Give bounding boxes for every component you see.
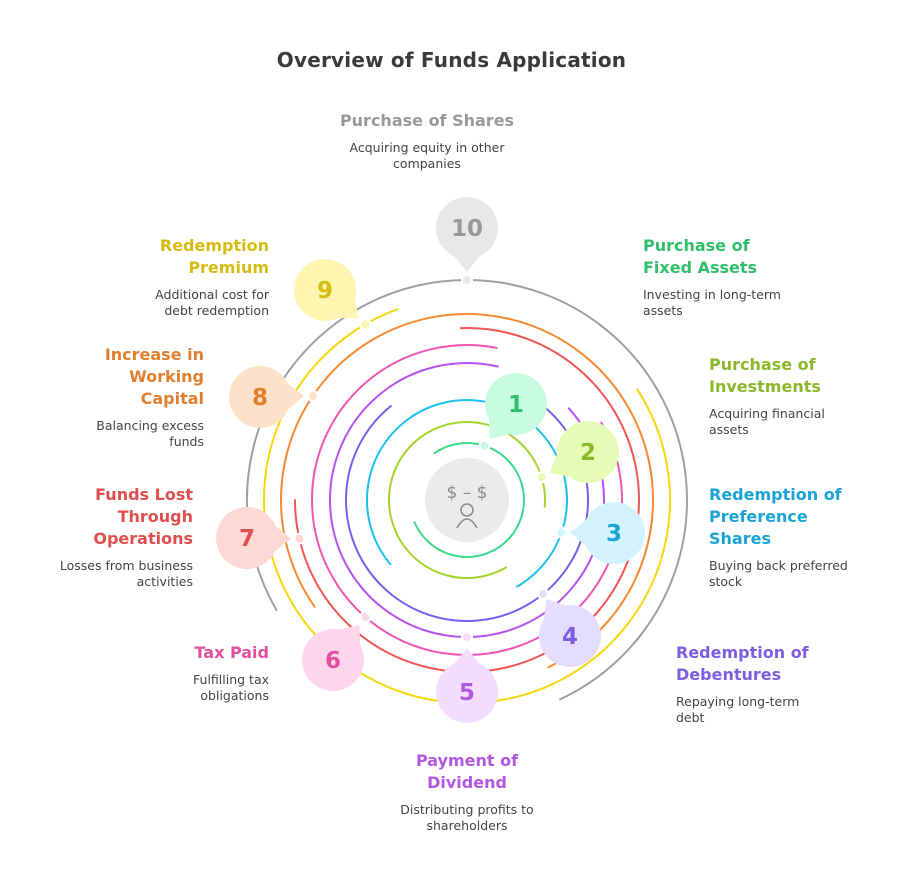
ring-dot-4 [537, 588, 550, 601]
step-bubble-10: 10 [436, 197, 498, 272]
step-number: 9 [317, 278, 333, 304]
person-head-icon [460, 503, 474, 517]
step-title: Tax Paid [194, 643, 269, 662]
step-title: Redemption of Preference Shares [709, 485, 842, 548]
person-body-icon [456, 518, 478, 529]
step-bubble-1: 1 [485, 373, 547, 440]
step-title: Redemption Premium [159, 236, 269, 277]
ring-arc-10 [246, 279, 688, 701]
step-title: Increase in Working Capital [104, 345, 204, 408]
step-description: Acquiring equity in other companies [349, 140, 505, 171]
step-number: 8 [252, 385, 268, 411]
step-description: Additional cost for debt redemption [155, 287, 269, 318]
step-description: Distributing profits to shareholders [400, 802, 534, 833]
step-number: 4 [562, 624, 578, 650]
step-number: 10 [451, 216, 483, 242]
step-title: Purchase of Fixed Assets [643, 236, 758, 277]
step-number: 3 [606, 521, 622, 547]
step-title: Funds Lost Through Operations [93, 485, 193, 548]
step-description: Acquiring financial assets [709, 406, 825, 437]
step-title: Payment of Dividend [415, 751, 519, 792]
diagram-title: Overview of Funds Application [276, 48, 627, 72]
step-bubble-8: 8 [229, 366, 304, 428]
ring-dot-3 [555, 526, 568, 539]
step-number: 1 [508, 392, 524, 418]
step-bubble-9: 9 [294, 259, 359, 321]
step-description: Fulfilling tax obligations [193, 672, 269, 703]
dollar-exchange-icon: $ – $ [447, 483, 488, 503]
step-title: Redemption of Debentures [676, 643, 809, 684]
step-number: 7 [239, 526, 255, 552]
step-description: Losses from business activities [59, 558, 193, 589]
step-number: 6 [325, 648, 341, 674]
step-bubble-7: 7 [216, 507, 291, 569]
ring-dot-1 [478, 439, 491, 452]
ring-dot-9 [359, 318, 372, 331]
step-description: Balancing excess funds [96, 418, 204, 449]
step-number: 5 [459, 680, 475, 706]
ring-arc-2 [388, 421, 546, 579]
step-number: 2 [580, 440, 596, 466]
step-bubble-2: 2 [549, 421, 619, 483]
ring-dot-5 [461, 631, 473, 643]
center-circle [425, 458, 509, 542]
step-bubble-5: 5 [436, 648, 498, 723]
step-bubble-6: 6 [302, 624, 364, 691]
ring-dot-7 [293, 532, 306, 545]
step-bubble-3: 3 [570, 502, 645, 564]
ring-arc-1 [413, 442, 525, 558]
ring-dot-2 [535, 471, 548, 484]
step-description: Investing in long-term assets [643, 287, 781, 318]
step-description: Buying back preferred stock [709, 558, 848, 589]
step-description: Repaying long-term debt [676, 694, 800, 725]
ring-dot-6 [359, 610, 372, 623]
ring-dot-8 [306, 389, 319, 402]
step-title: Purchase of Investments [709, 355, 821, 396]
step-bubble-4: 4 [539, 598, 601, 667]
ring-arc-8 [280, 313, 654, 669]
ring-dot-10 [461, 274, 473, 286]
step-title: Purchase of Shares [339, 111, 515, 130]
